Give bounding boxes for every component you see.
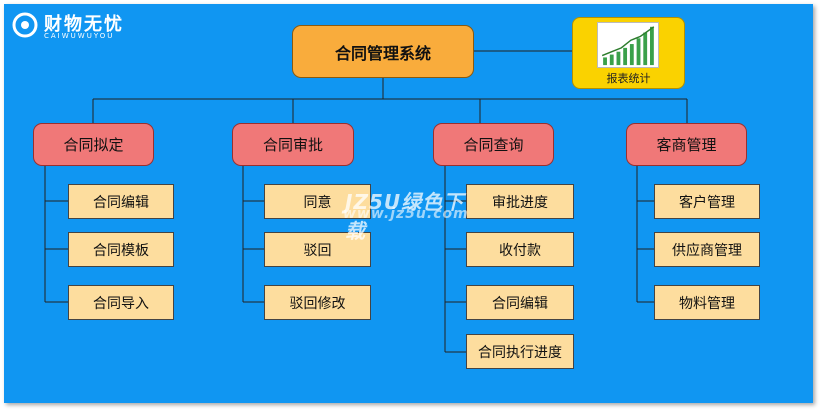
- leaf-reject-revise: 驳回修改: [264, 285, 371, 320]
- leaf-supplier-management: 供应商管理: [654, 232, 760, 267]
- leaf-approval-progress: 审批进度: [466, 184, 574, 219]
- bar-chart-icon: [597, 22, 659, 68]
- leaf-contract-import: 合同导入: [68, 285, 174, 320]
- category-contract-approval: 合同审批: [232, 123, 354, 166]
- leaf-payments: 收付款: [466, 232, 574, 267]
- leaf-contract-template: 合同模板: [68, 232, 174, 267]
- category-contract-query: 合同查询: [433, 123, 554, 166]
- leaf-reject: 驳回: [264, 232, 371, 267]
- logo-icon: [12, 12, 38, 38]
- logo: 财物无忧 CAIWUWUYOU: [12, 10, 162, 44]
- report-label: 报表统计: [606, 72, 651, 85]
- category-contract-drafting: 合同拟定: [33, 123, 154, 166]
- logo-subtitle: CAIWUWUYOU: [44, 32, 115, 40]
- leaf-customer-management: 客户管理: [654, 184, 760, 219]
- leaf-query-contract-edit: 合同编辑: [466, 285, 574, 320]
- leaf-contract-edit: 合同编辑: [68, 184, 174, 219]
- root-node: 合同管理系统: [292, 25, 474, 78]
- report-node: 报表统计: [572, 17, 685, 89]
- logo-name: 财物无忧: [44, 14, 124, 35]
- category-vendor-management: 客商管理: [626, 123, 747, 166]
- leaf-execution-progress: 合同执行进度: [466, 334, 574, 369]
- leaf-material-management: 物料管理: [654, 285, 760, 320]
- leaf-approve: 同意: [264, 184, 371, 219]
